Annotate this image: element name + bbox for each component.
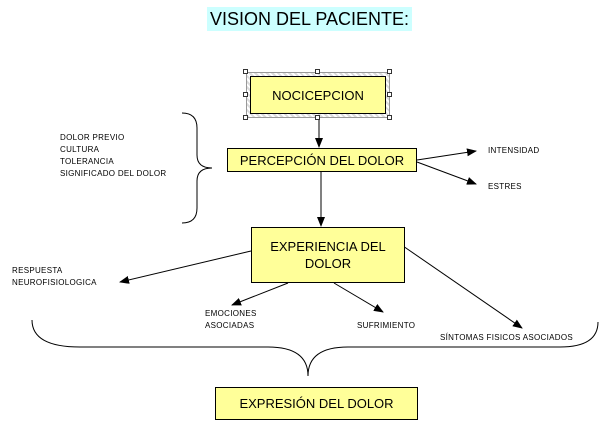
arrow-to-sufrimiento: [333, 282, 384, 313]
node-nocicepcion[interactable]: NOCICEPCION: [250, 76, 386, 114]
resize-handle-bl[interactable]: [243, 115, 248, 120]
label-sufrimiento: SUFRIMIENTO: [357, 321, 416, 330]
label-emociones: EMOCIONES ASOCIADAS: [205, 308, 257, 332]
factor-item: CULTURA: [60, 145, 100, 154]
resize-handle-tr[interactable]: [387, 69, 392, 74]
label-emociones-line-2: ASOCIADAS: [205, 321, 255, 330]
node-experiencia-label-1: EXPERIENCIA DEL: [270, 239, 386, 254]
label-estres: ESTRES: [488, 182, 522, 191]
resize-handle-mr[interactable]: [387, 92, 392, 97]
factors-brace: [181, 112, 213, 224]
page-title: VISION DEL PACIENTE:: [207, 7, 413, 31]
factor-item: TOLERANCIA: [60, 157, 114, 166]
label-respuesta: RESPUESTA NEUROFISIOLOGICA: [12, 265, 97, 289]
arrow-to-intensidad: [416, 148, 477, 161]
label-sintomas: SÍNTOMAS FISICOS ASOCIADOS: [440, 333, 574, 342]
label-emociones-line-1: EMOCIONES: [205, 309, 257, 318]
label-respuesta-line-1: RESPUESTA: [12, 266, 63, 275]
arrow-to-emociones: [231, 282, 289, 306]
resize-handle-tl[interactable]: [243, 69, 248, 74]
label-intensidad: INTENSIDAD: [488, 146, 540, 155]
arrow-to-estres: [416, 161, 477, 185]
label-respuesta-line-2: NEUROFISIOLOGICA: [12, 278, 97, 287]
resize-handle-tm[interactable]: [315, 69, 320, 74]
node-experiencia[interactable]: EXPERIENCIA DEL DOLOR: [251, 227, 405, 283]
factor-item: SIGNIFICADO DEL DOLOR: [60, 169, 167, 178]
factor-item: DOLOR PREVIO: [60, 133, 125, 142]
resize-handle-ml[interactable]: [243, 92, 248, 97]
resize-handle-bm[interactable]: [315, 115, 320, 120]
node-percepcion[interactable]: PERCEPCIÓN DEL DOLOR: [227, 148, 417, 172]
arrow-to-sintomas: [402, 245, 523, 329]
arrow-to-respuesta: [119, 250, 252, 284]
node-percepcion-label: PERCEPCIÓN DEL DOLOR: [239, 152, 405, 168]
factors-list: DOLOR PREVIO CULTURA TOLERANCIA SIGNIFIC…: [60, 132, 166, 180]
resize-handle-br[interactable]: [387, 115, 392, 120]
node-nocicepcion-label: NOCICEPCION: [272, 87, 364, 103]
bottom-brace: [31, 319, 599, 377]
node-experiencia-label-2: DOLOR: [304, 256, 352, 271]
node-expresion[interactable]: EXPRESIÓN DEL DOLOR: [215, 387, 418, 420]
node-expresion-label: EXPRESIÓN DEL DOLOR: [239, 396, 394, 411]
